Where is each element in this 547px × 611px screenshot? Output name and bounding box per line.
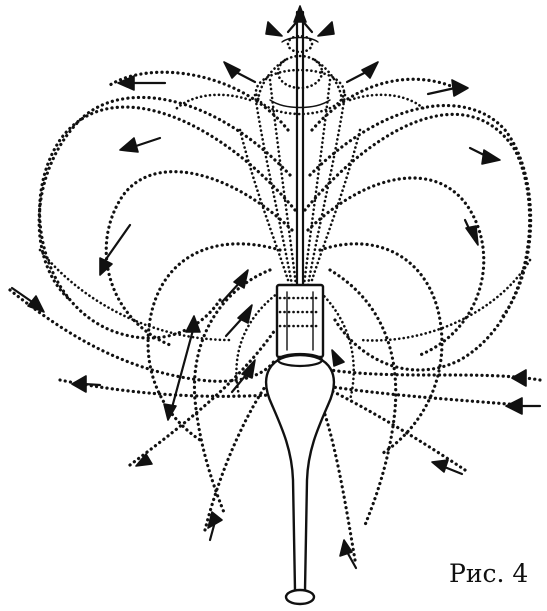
arrow-shaft — [84, 384, 100, 385]
flow-line — [310, 106, 531, 320]
flow-line — [320, 385, 520, 405]
ring-solid — [270, 100, 330, 108]
flow-line — [320, 400, 355, 560]
handle-end — [286, 590, 314, 604]
arrow-left-mid — [120, 138, 138, 152]
arrow-right-bottom-in — [432, 460, 448, 472]
flow-line — [350, 95, 425, 110]
flow-line — [175, 95, 250, 110]
flow-lines-right — [305, 79, 540, 560]
bulb — [266, 355, 334, 601]
central-shaft — [288, 6, 312, 285]
arrow-shaft — [170, 330, 193, 415]
bulb-handle — [266, 354, 334, 604]
flow-line — [330, 390, 465, 470]
flow-line — [305, 114, 530, 370]
arrow-shaft — [222, 280, 242, 302]
arrow-bottom-right-in — [340, 540, 352, 556]
flow-line — [40, 107, 295, 338]
flow-line — [106, 172, 292, 345]
arrow-left-vertical-down — [164, 404, 176, 420]
cylinder-block — [277, 285, 323, 357]
flow-line — [39, 97, 290, 300]
arrow-right-in — [512, 370, 526, 386]
ring-solid — [282, 38, 318, 43]
flow-line — [308, 178, 484, 355]
arrow-top-right — [318, 22, 334, 36]
arrow-shaft — [226, 314, 246, 336]
arrow-right-mid — [482, 150, 500, 164]
flow-line — [270, 80, 296, 285]
arrow-top-left — [266, 22, 282, 36]
figure-caption: Рис. 4 — [449, 559, 528, 588]
flow-line — [360, 260, 530, 340]
flow-line — [10, 290, 275, 381]
arrow-center-right — [332, 350, 344, 366]
flow-line — [330, 270, 396, 525]
arrow-shaft — [347, 70, 370, 82]
cylinder-body — [277, 285, 323, 357]
flow-line — [308, 95, 345, 285]
arrow-shaft — [232, 70, 255, 82]
arrow-shaft — [428, 88, 455, 94]
flow-line — [330, 370, 540, 380]
flow-lines-core — [175, 60, 425, 285]
flow-line — [255, 95, 292, 285]
flow-line — [40, 250, 230, 340]
arrow-shaft — [12, 288, 38, 306]
